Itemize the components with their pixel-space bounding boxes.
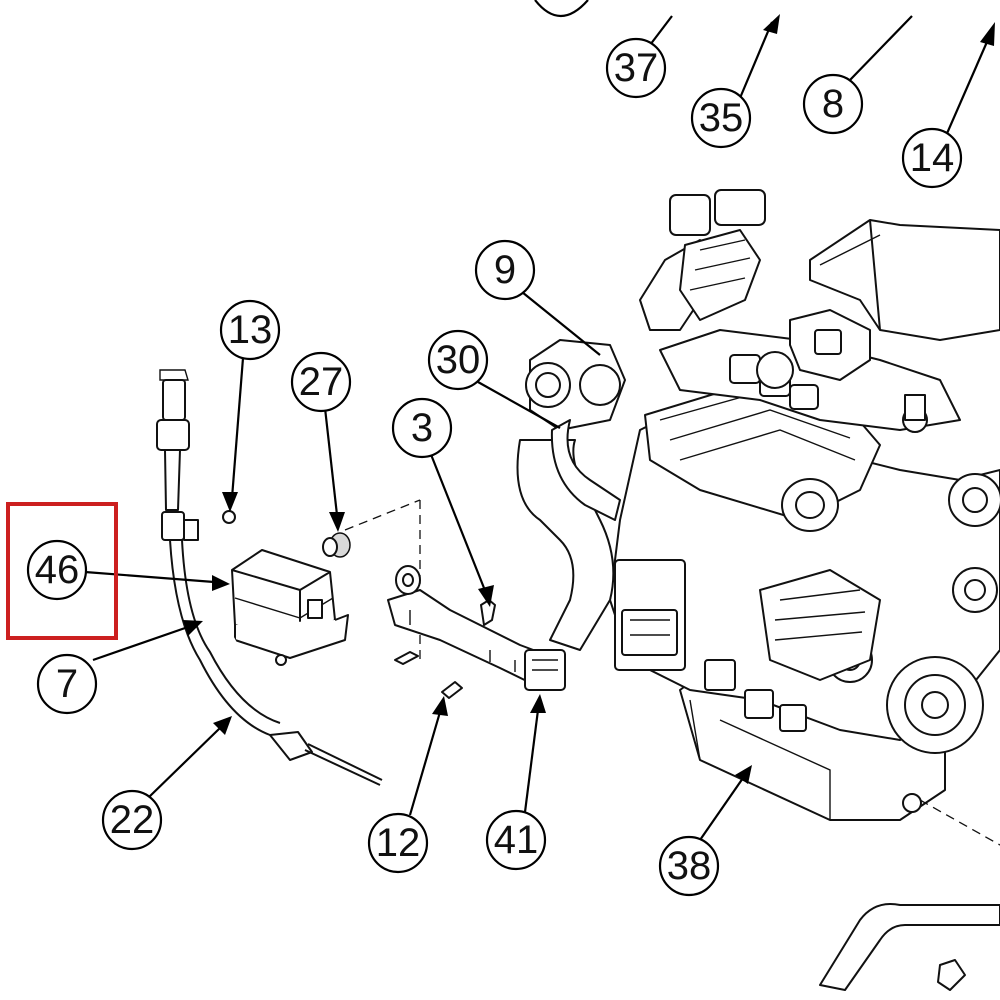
callout-14-label: 14: [910, 136, 955, 180]
tube-bottom-right: [819, 903, 1000, 991]
callout-38: 38: [658, 835, 720, 897]
callout-3-label: 3: [411, 406, 433, 450]
callout-38-label: 38: [667, 844, 712, 888]
callout-22-label: 22: [110, 798, 155, 842]
callout-14: 14: [901, 127, 963, 189]
callout-7-label: 7: [56, 662, 78, 706]
callout-46: 46: [26, 539, 88, 601]
callout-13: 13: [219, 299, 281, 361]
callout-12: 12: [367, 812, 429, 874]
callout-41-label: 41: [494, 818, 539, 862]
callout-27-label: 27: [299, 360, 344, 404]
callout-8: 8: [802, 73, 864, 135]
callout-30: 30: [427, 329, 489, 391]
mounting-bracket: [387, 565, 566, 699]
callout-27: 27: [290, 351, 352, 413]
callout-22: 22: [101, 789, 163, 851]
cable-assembly: [156, 369, 383, 786]
callout-9-label: 9: [494, 248, 516, 292]
callout-35-label: 35: [699, 96, 744, 140]
callout-7: 7: [36, 653, 98, 715]
callout-35: 35: [690, 87, 752, 149]
callout-3: 3: [391, 397, 453, 459]
actuator-module: [231, 549, 349, 666]
callout-41: 41: [485, 809, 547, 871]
callout-13-label: 13: [228, 308, 273, 352]
highlight-box-46: [6, 502, 118, 640]
leader-lines: [84, 14, 995, 841]
callout-46-label: 46: [35, 548, 80, 592]
engine-assembly: [344, 189, 1000, 846]
callout-37: 37: [605, 37, 667, 99]
screw: [222, 510, 236, 524]
callout-30-label: 30: [436, 338, 481, 382]
callout-12-label: 12: [376, 821, 421, 865]
callout-top-partial: [534, 0, 589, 17]
callout-37-label: 37: [614, 46, 659, 90]
grommet: [322, 532, 351, 558]
callout-9: 9: [474, 239, 536, 301]
callout-8-label: 8: [822, 82, 844, 126]
